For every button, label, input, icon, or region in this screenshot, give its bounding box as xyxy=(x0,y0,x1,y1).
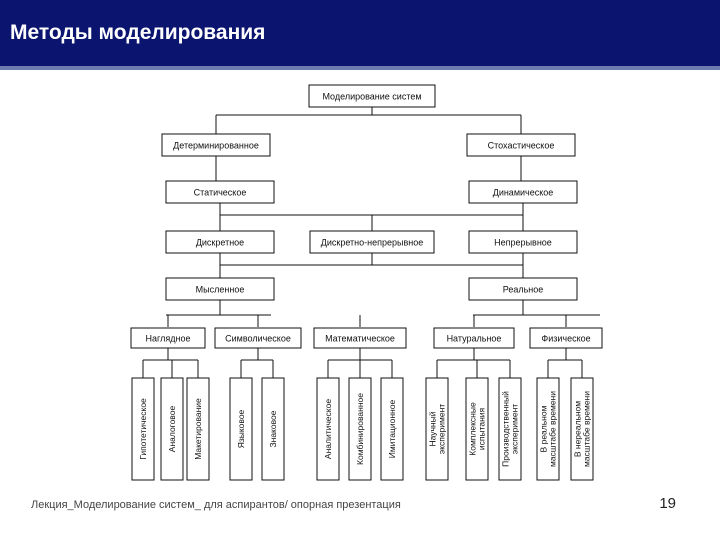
level5-node-label: Натуральное xyxy=(447,334,502,344)
leaf-node-label: Языковое xyxy=(236,409,246,448)
leaf-node-label-line: эксперимент xyxy=(510,404,520,454)
leaf-node-box xyxy=(229,377,253,481)
leaf-node-label-line: Научный xyxy=(428,411,438,446)
leaf-node-label: Научныйэксперимент xyxy=(428,404,447,454)
level4-node-label: Мысленное xyxy=(196,285,245,295)
leaf-node-label: Комплексныеиспытания xyxy=(468,402,487,456)
root-node-label: Моделирование систем xyxy=(322,92,421,102)
leaf-node-label-line: эксперимент xyxy=(437,404,447,454)
level5-node-label: Математическое xyxy=(325,334,395,344)
slide-title: Методы моделирования xyxy=(10,21,266,44)
leaf-node-box xyxy=(536,377,560,481)
level2-node-label: Динамическое xyxy=(493,188,554,198)
header-divider xyxy=(0,66,720,70)
leaf-node-label: Аналитическое xyxy=(323,399,333,459)
leaf-node-label: Гипотетическое xyxy=(138,398,148,460)
leaf-node-label: В нереальноммасштабе времени xyxy=(573,391,592,467)
level3-node-label: Дискретное xyxy=(196,238,244,248)
level1-node-label: Стохастическое xyxy=(488,141,555,151)
leaf-node-label: Макетирование xyxy=(193,398,203,460)
leaf-node-label-line: испытания xyxy=(477,407,487,450)
leaf-node-label-line: Производственный xyxy=(501,391,511,467)
leaf-node-label-line: масштабе времени xyxy=(548,391,558,467)
leaf-node-label: Аналоговое xyxy=(167,406,177,453)
slide-header: Методы моделирования xyxy=(0,0,720,66)
leaf-node-box xyxy=(348,377,372,481)
level5-node-label: Символическое xyxy=(225,334,291,344)
leaf-node-box xyxy=(186,377,210,481)
leaf-node-label: Комбинированное xyxy=(355,393,365,465)
leaf-node-box xyxy=(465,377,489,481)
level5-node-label: Физическое xyxy=(541,334,590,344)
leaf-node-label: Производственныйэксперимент xyxy=(501,391,520,467)
level3-node-label: Непрерывное xyxy=(494,238,552,248)
leaf-node-box xyxy=(131,377,155,481)
leaf-node-box xyxy=(160,377,184,481)
page-number: 19 xyxy=(659,495,676,512)
leaf-node-label: В реальноммасштабе времени xyxy=(539,391,558,467)
leaf-node-box xyxy=(498,377,522,481)
leaf-node-box xyxy=(380,377,404,481)
leaf-node-box xyxy=(261,377,285,481)
level4-node-label: Реальное xyxy=(503,285,544,295)
leaf-node-label-line: масштабе времени xyxy=(582,391,592,467)
leaf-node-box xyxy=(570,377,594,481)
leaf-node-label-line: В реальном xyxy=(539,405,549,452)
level3-node-label: Дискретно-непрерывное xyxy=(321,238,423,248)
leaf-node-label-line: В нереальном xyxy=(573,401,583,457)
leaf-node-box xyxy=(425,377,449,481)
leaf-node-label-line: Комплексные xyxy=(468,402,478,456)
leaf-node-box xyxy=(316,377,340,481)
level2-node-label: Статическое xyxy=(194,188,247,198)
leaf-node-label: Имитационное xyxy=(387,400,397,459)
leaf-node-label: Знаковое xyxy=(268,410,278,447)
slide-footer: Лекция_Моделирование систем_ для аспиран… xyxy=(31,499,401,511)
level1-node-label: Детерминированное xyxy=(173,141,259,151)
level5-node-label: Наглядное xyxy=(146,334,191,344)
